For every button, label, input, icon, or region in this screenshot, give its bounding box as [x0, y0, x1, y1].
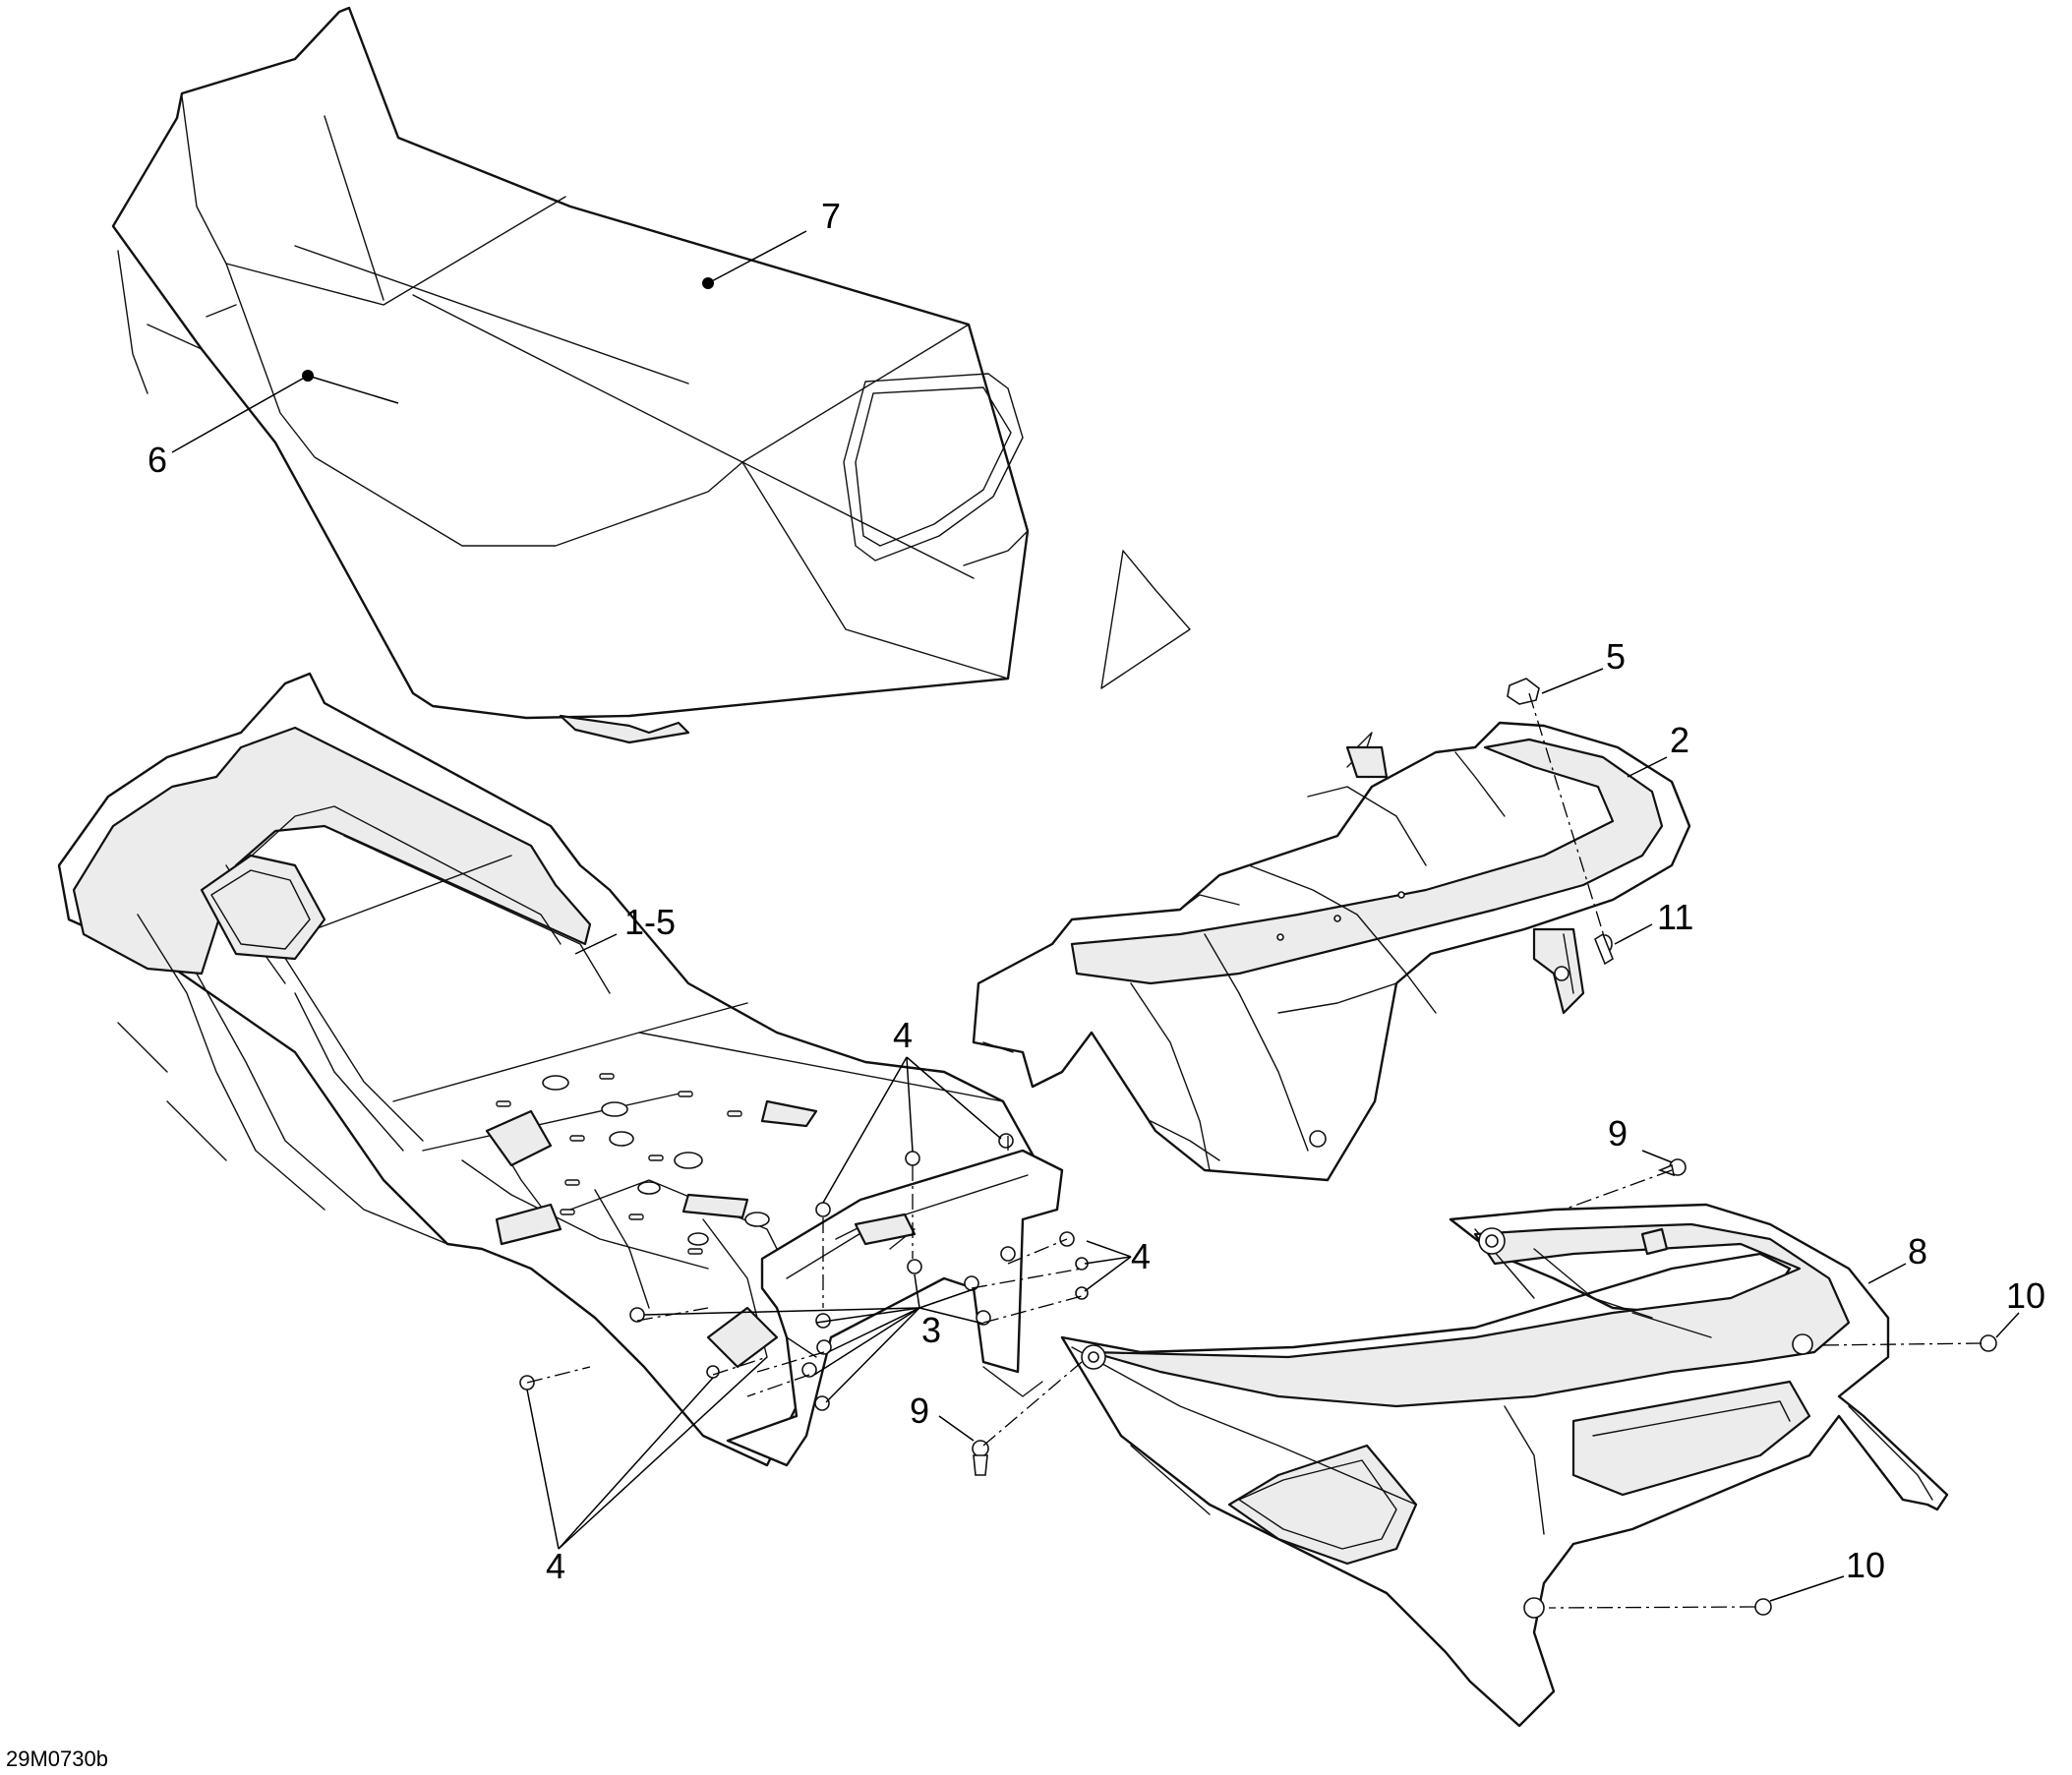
leader-lines: [171, 230, 2020, 1602]
body-tub: [57, 672, 1054, 1467]
callout-labels: 7 6 5 2 1-5 11 4 9 4 8 10 3 9 10 4 29M07…: [6, 196, 2045, 1771]
callout-4-top: 4: [893, 1015, 913, 1055]
callout-3: 3: [921, 1310, 941, 1350]
seat-cover: [111, 6, 1191, 744]
callout-7: 7: [821, 196, 841, 236]
callout-10-top: 10: [2006, 1275, 2045, 1316]
grab-handle: [972, 721, 1691, 1182]
callout-10-bottom: 10: [1846, 1545, 1885, 1585]
callout-11: 11: [1657, 897, 1693, 937]
rear-bracket: [726, 1149, 1064, 1467]
alignment-centerlines: [526, 692, 1983, 1609]
callout-5: 5: [1606, 636, 1626, 677]
callout-9-top: 9: [1608, 1113, 1628, 1154]
callout-8: 8: [1908, 1231, 1927, 1272]
drawing-reference: 29M0730b: [6, 1746, 108, 1771]
callout-1-5: 1-5: [624, 902, 676, 942]
side-panel: [1060, 1203, 1949, 1728]
callout-2: 2: [1670, 720, 1689, 760]
callout-4-bottom: 4: [546, 1546, 565, 1586]
callout-6: 6: [148, 440, 167, 480]
callout-4-right: 4: [1131, 1236, 1151, 1276]
callout-9-bottom: 9: [910, 1390, 929, 1431]
